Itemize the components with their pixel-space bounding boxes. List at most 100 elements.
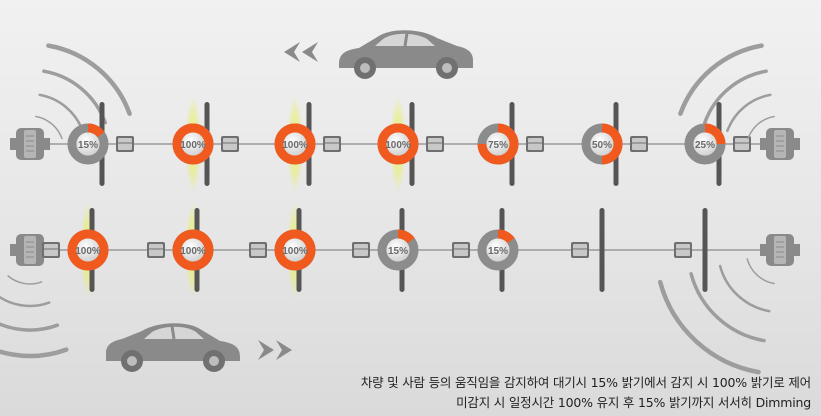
lamp-brightness-label: 15%: [388, 246, 408, 257]
car-body: [339, 30, 473, 68]
lamp-brightness-arc: [274, 123, 316, 165]
controller-screen: [354, 244, 368, 256]
lamp-brightness-label: 15%: [78, 140, 98, 151]
car-hubcap: [360, 63, 370, 73]
controller-box-icon: [452, 242, 470, 258]
controller-box-icon: [352, 242, 370, 258]
wave-arc: [46, 43, 132, 116]
sensor-face: [774, 130, 786, 158]
lamp-brightness-arc: [477, 123, 519, 165]
sensor-mount: [760, 244, 766, 256]
wave-arc: [703, 69, 768, 125]
lamp-brightness-label: 100%: [385, 140, 411, 151]
controller-screen: [223, 138, 237, 150]
lamp-node: 100%: [172, 96, 214, 192]
car-icon: [106, 323, 240, 372]
lamp-hub: [590, 132, 614, 156]
sensor-mount: [760, 138, 766, 150]
lamp-hub: [693, 132, 717, 156]
sensor-mount: [10, 138, 16, 150]
wave-arc: [718, 264, 771, 313]
lamp-hub: [486, 132, 510, 156]
sensor-face: [24, 130, 36, 158]
lamp-brightness-arc: [377, 229, 419, 271]
sensor-face: [774, 236, 786, 264]
arrow-chevron: [276, 340, 292, 360]
wave-arc: [747, 115, 775, 140]
motion-sensor-icon: [760, 234, 800, 266]
lamp-brightness-arc: [477, 229, 519, 271]
sensor-mount: [44, 138, 50, 150]
caption-line-1: 차량 및 사람 등의 움직임을 감지하여 대기시 15% 밝기에서 감지 시 1…: [360, 375, 811, 390]
lamp-brightness-arc: [581, 123, 623, 165]
lamp-brightness-label: 50%: [592, 140, 612, 151]
lamp-brightness-label: 100%: [75, 246, 101, 257]
lamp-hub: [283, 132, 307, 156]
lamp-node: 15%: [377, 208, 419, 292]
car-pillar: [403, 32, 409, 47]
controller-screen: [454, 244, 468, 256]
lamp-pole: [599, 208, 605, 292]
lamp-node: 100%: [274, 202, 316, 298]
lamp-node: 100%: [172, 202, 214, 298]
controller-screen: [325, 138, 339, 150]
controller-box-icon: [249, 242, 267, 258]
controller-screen: [44, 244, 58, 256]
wave-arc: [678, 43, 764, 116]
sensor-waves-bottom-right: [657, 258, 775, 375]
lamp-brightness-label: 100%: [282, 140, 308, 151]
lamp-hub: [386, 132, 410, 156]
car-body: [106, 323, 240, 361]
wave-arc: [689, 272, 766, 343]
lamp-hub: [76, 238, 100, 262]
motion-sensor-icon: [10, 128, 50, 160]
lamp-node: 75%: [477, 102, 519, 186]
controller-box-icon: [571, 242, 589, 258]
car-hubcap: [442, 63, 452, 73]
controller-box-icon: [733, 136, 751, 152]
lamp-node: 50%: [581, 102, 623, 186]
controller-box-icon: [147, 242, 165, 258]
lamp-hub: [486, 238, 510, 262]
car-icon: [339, 30, 473, 79]
controller-screen: [573, 244, 587, 256]
controller-box-icon: [323, 136, 341, 152]
lamp-brightness-arc: [172, 123, 214, 165]
lamp-brightness-arc: [67, 229, 109, 271]
lamp-hub: [283, 238, 307, 262]
lamp-hub: [181, 238, 205, 262]
double-arrow-right-icon: [258, 340, 292, 360]
wave-arc: [7, 275, 43, 285]
controller-screen: [528, 138, 542, 150]
wave-arc: [657, 279, 761, 375]
controller-box-icon: [116, 136, 134, 152]
lamp-node: 15%: [477, 208, 519, 292]
lamp-brightness-label: 100%: [180, 246, 206, 257]
lamp-brightness-arc: [67, 123, 109, 165]
lamp-hub: [76, 132, 100, 156]
sensor-face: [24, 236, 36, 264]
sensor-mount: [10, 244, 16, 256]
controller-screen: [428, 138, 442, 150]
lamp-brightness-label: 75%: [488, 140, 508, 151]
arrow-chevron: [258, 340, 274, 360]
controller-screen: [149, 244, 163, 256]
controller-box-icon: [630, 136, 648, 152]
lamp-brightness-arc: [274, 229, 316, 271]
lamp-node: 100%: [67, 202, 109, 298]
controller-box-icon: [221, 136, 239, 152]
lamp-hub: [386, 238, 410, 262]
controller-screen: [676, 244, 690, 256]
controller-screen: [735, 138, 749, 150]
wave-arc: [0, 322, 60, 332]
lamp-node: [702, 208, 708, 292]
controller-box-icon: [42, 242, 60, 258]
wave-arc: [38, 93, 84, 133]
lamp-brightness-label: 100%: [180, 140, 206, 151]
controller-box-icon: [674, 242, 692, 258]
car-hubcap: [127, 356, 137, 366]
lamp-node: 15%: [67, 102, 109, 186]
double-arrow-left-icon: [284, 42, 318, 62]
lamp-node: 25%: [684, 102, 726, 186]
